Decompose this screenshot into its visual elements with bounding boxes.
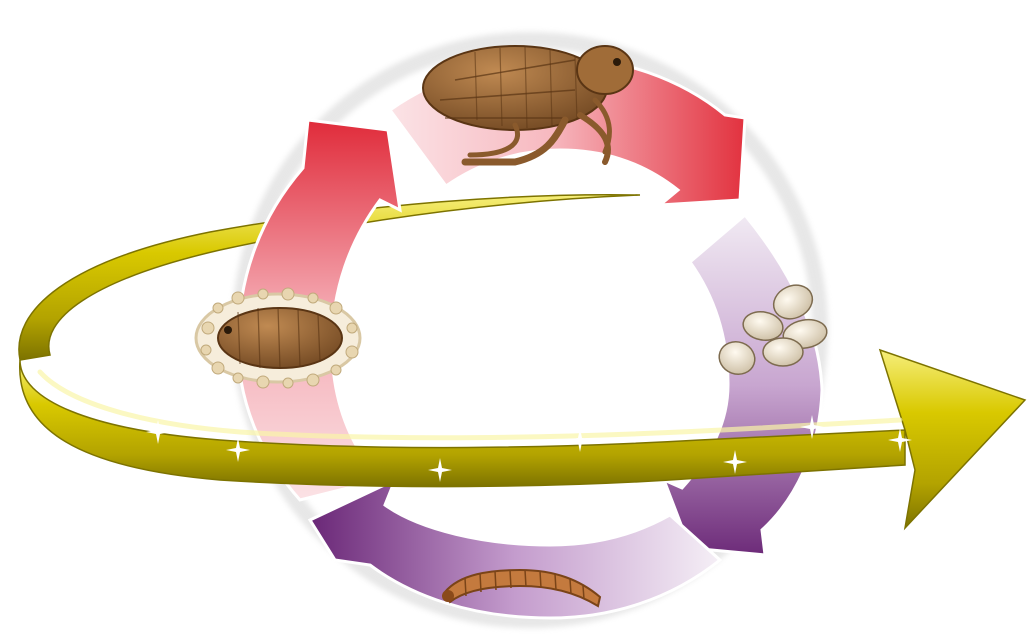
segment-eggs [664,215,822,555]
segment-larva [310,480,720,618]
flea-pupa-cocoon-icon [196,288,360,388]
